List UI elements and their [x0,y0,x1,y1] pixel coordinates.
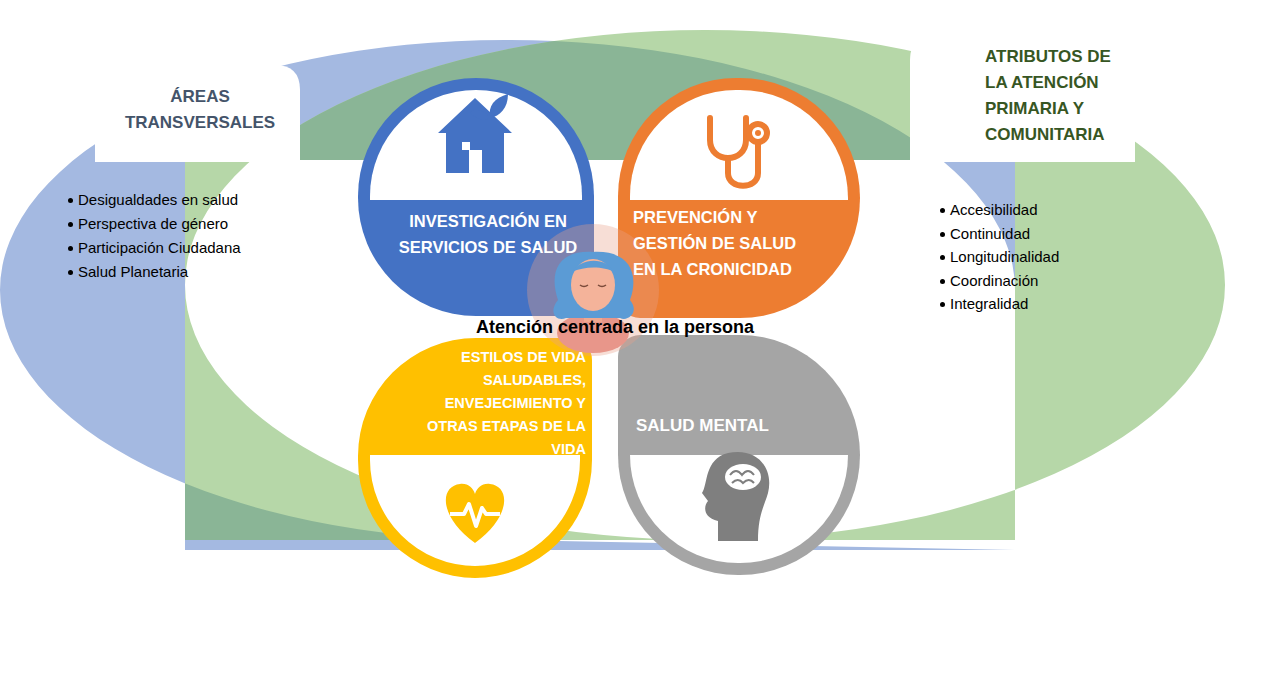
text-holder: Salud Planetaria [78,262,318,282]
research-petal: INVESTIGACIÓN EN SERVICIOS DE SALUD [358,78,594,316]
bullet-item: Perspectiva de género [78,214,318,234]
text-holder: Continuidad [950,224,1150,244]
bullet-dot [68,246,73,251]
bullet-item: Integralidad [950,294,1150,314]
text-holder: Desigualdades en salud [78,190,318,210]
node-outline [618,78,860,318]
bullet-dot [940,255,945,260]
node-outline [358,78,594,316]
petal-title: SALUD MENTAL [636,414,836,438]
region-heading: ATRIBUTOS DE LA ATENCIÓN PRIMARIA Y COMU… [985,44,1127,148]
text-holder: Participación Ciudadana [78,238,318,258]
bullet-item: Accesibilidad [950,200,1150,220]
bullet-dot [68,270,73,275]
bullet-dot [68,222,73,227]
petal-title: PREVENCIÓN Y GESTIÓN DE SALUD EN LA CRON… [633,204,823,282]
bullet-item: Participación Ciudadana [78,238,318,258]
text-holder: Accesibilidad [950,200,1150,220]
bullet-dot [940,208,945,213]
bullet-item: Desigualdades en salud [78,190,318,210]
petal-title: INVESTIGACIÓN EN SERVICIOS DE SALUD [383,208,593,260]
text-holder: Coordinación [950,271,1150,291]
text-holder: ESTILOS DE VIDA SALUDABLES, ENVEJECIMIEN… [406,346,586,461]
mental-health-petal: SALUD MENTAL [618,335,860,575]
prevention-petal: PREVENCIÓN Y GESTIÓN DE SALUD EN LA CRON… [618,78,860,318]
text-holder: Integralidad [950,294,1150,314]
bullet-item: Coordinación [950,271,1150,291]
bullet-dot [940,279,945,284]
bullet-item: Longitudinalidad [950,247,1150,267]
node-outline [618,335,860,575]
bullet-dot [940,302,945,307]
text-holder: PREVENCIÓN Y GESTIÓN DE SALUD EN LA CRON… [633,204,823,282]
bullet-item: Continuidad [950,224,1150,244]
text-holder: ATRIBUTOS DE LA ATENCIÓN PRIMARIA Y COMU… [985,44,1127,148]
text-holder: Perspectiva de género [78,214,318,234]
bullet-dot [68,198,73,203]
center-label: Atención centrada en la persona [430,316,800,338]
text-holder: Atención centrada en la persona [430,316,800,338]
text-holder: SALUD MENTAL [636,414,836,438]
bullet-dot [940,232,945,237]
text-holder: Longitudinalidad [950,247,1150,267]
text-holder: ÁREAS TRANSVERSALES [100,84,300,136]
text-holder: INVESTIGACIÓN EN SERVICIOS DE SALUD [383,208,593,260]
petal-title: ESTILOS DE VIDA SALUDABLES, ENVEJECIMIEN… [406,346,586,461]
bullet-item: Salud Planetaria [78,262,318,282]
lifestyle-petal: ESTILOS DE VIDA SALUDABLES, ENVEJECIMIEN… [358,338,592,578]
region-heading: ÁREAS TRANSVERSALES [100,84,300,136]
